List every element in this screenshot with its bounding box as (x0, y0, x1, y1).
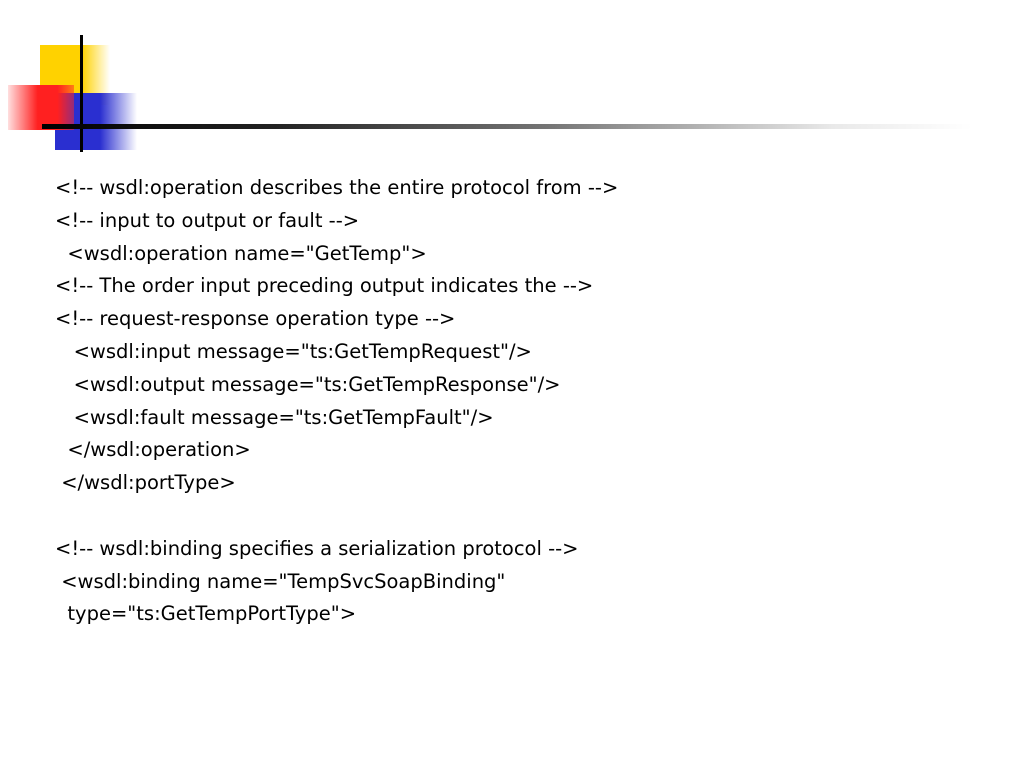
logo-red-square (8, 85, 74, 130)
code-line: <!-- input to output or fault --> (55, 208, 360, 232)
code-line: </wsdl:operation> (55, 438, 251, 462)
code-line: </wsdl:portType> (55, 471, 236, 495)
slide-logo (0, 0, 1024, 160)
code-line: <wsdl:fault message="ts:GetTempFault"/> (55, 405, 494, 429)
title-divider-line (42, 124, 972, 129)
code-line: <!-- request-response operation type --> (55, 307, 456, 331)
code-line: type="ts:GetTempPortType"> (55, 602, 357, 626)
code-block: <!-- wsdl:operation describes the entire… (55, 172, 995, 631)
code-line: <wsdl:output message="ts:GetTempResponse… (55, 372, 561, 396)
code-line: <!-- wsdl:binding specifies a serializat… (55, 536, 579, 560)
code-line: <wsdl:input message="ts:GetTempRequest"/… (55, 339, 532, 363)
blank-line (55, 500, 995, 533)
code-line: <!-- The order input preceding output in… (55, 274, 594, 298)
code-line: <!-- wsdl:operation describes the entire… (55, 176, 619, 199)
code-line: <wsdl:binding name="TempSvcSoapBinding" (55, 569, 506, 593)
logo-vertical-line (80, 35, 83, 152)
code-line: <wsdl:operation name="GetTemp"> (55, 241, 427, 265)
